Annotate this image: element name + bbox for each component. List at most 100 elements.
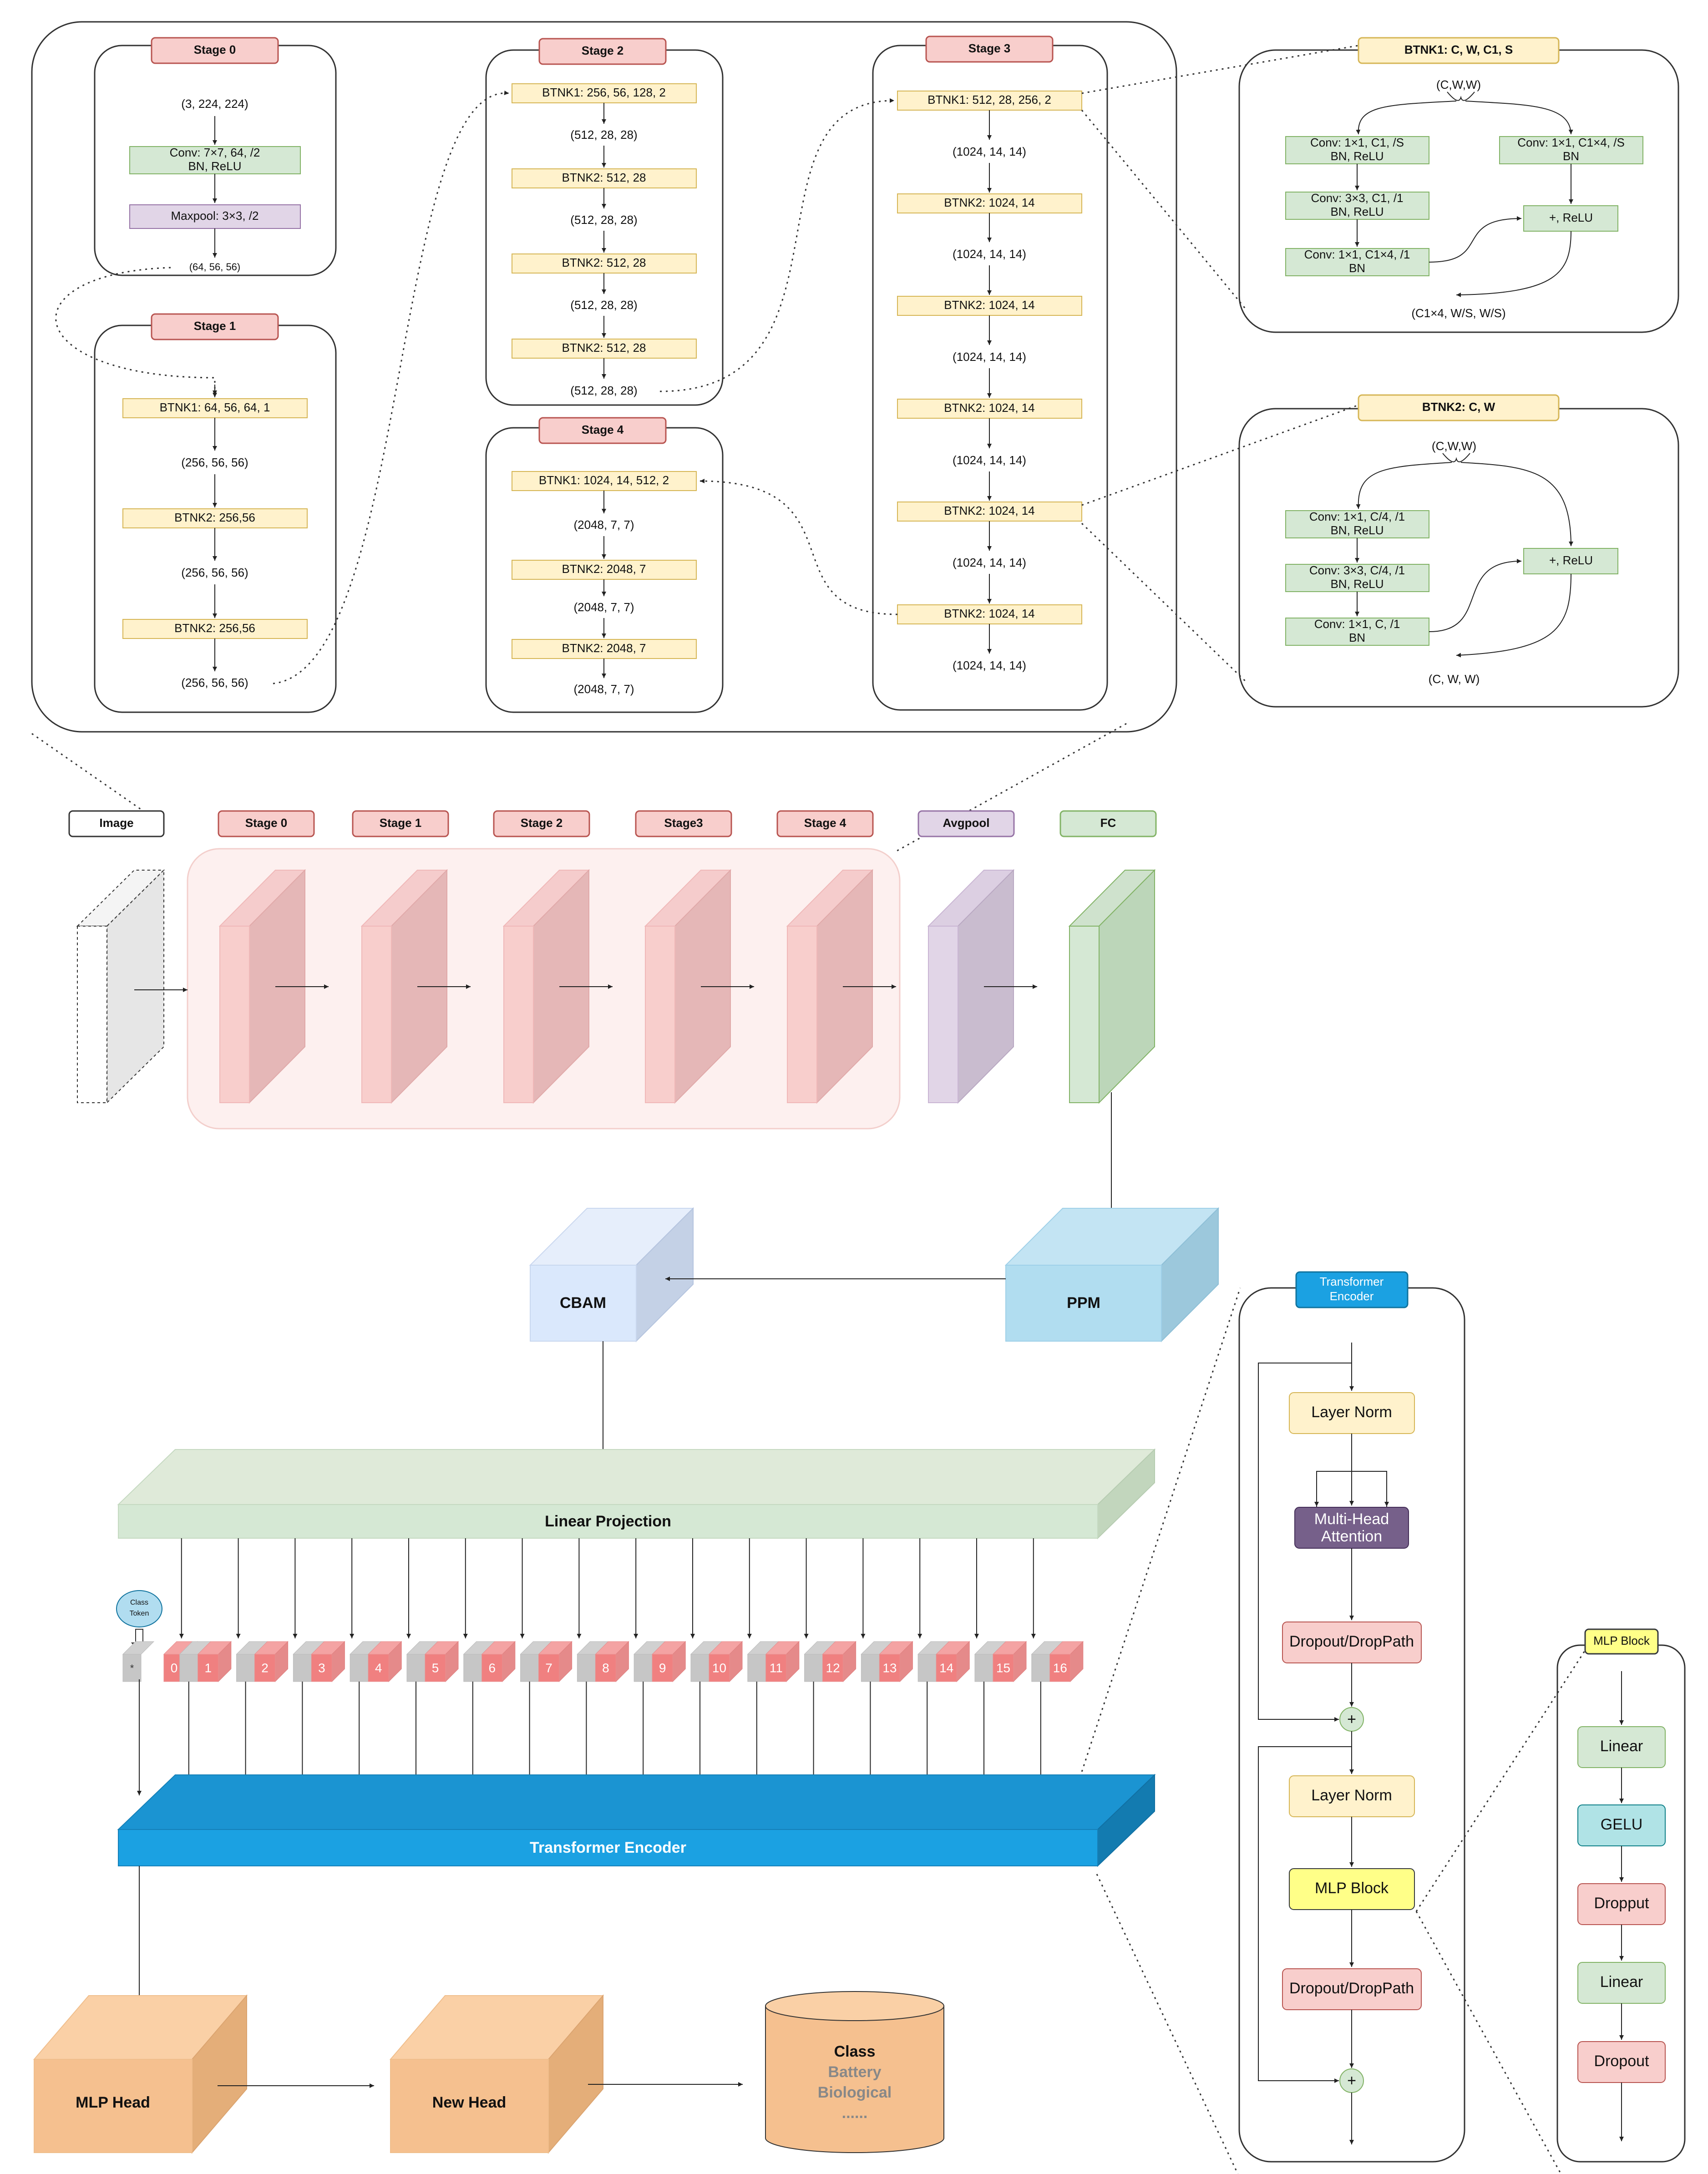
stage1-shape-3: (256, 56, 56) xyxy=(181,676,248,689)
stage2-btnk2-a: BTNK2: 512, 28 xyxy=(562,171,646,184)
patch-token-label: 14 xyxy=(939,1661,953,1675)
stage2-btnk2-b: BTNK2: 512, 28 xyxy=(562,256,646,269)
encoder-mlp-block: MLP Block xyxy=(1315,1880,1389,1897)
btnk1-conv3-bn: BN xyxy=(1349,261,1365,275)
transformer-encoder-block: Transformer Encoder xyxy=(117,1774,1156,1867)
btnk1-add-relu: +, ReLU xyxy=(1549,211,1593,224)
mlp-head-label: MLP Head xyxy=(76,2094,150,2111)
mlp-detail-title: MLP Block xyxy=(1593,1634,1650,1647)
patch-token: 9 xyxy=(633,1641,686,1682)
stage4-shape-1: (2048, 7, 7) xyxy=(574,518,634,532)
stage0-maxpool-label: Maxpool: 3×3, /2 xyxy=(171,209,259,223)
patch-token-label: 0 xyxy=(171,1661,178,1675)
new-head-label: New Head xyxy=(432,2094,507,2111)
mlp-head-block: MLP Head xyxy=(33,1994,248,2154)
patch-token-label: 3 xyxy=(318,1661,325,1675)
btnk2-conv3: Conv: 1×1, C, /1 xyxy=(1314,617,1400,631)
image-label: Image xyxy=(99,816,133,830)
mlp-detail-panel: MLP Block Linear GELU Dropput Linear Dro… xyxy=(1556,1628,1686,2163)
btnk1-conv2: Conv: 3×3, C1, /1 xyxy=(1311,191,1403,205)
encoder-detail-title-2: Encoder xyxy=(1330,1289,1374,1303)
patch-token: 11 xyxy=(747,1641,800,1682)
btnk2-input-shape: (C,W,W) xyxy=(1432,439,1476,453)
overview-stage0-label: Stage 0 xyxy=(245,816,288,830)
patch-token: 4 xyxy=(349,1641,402,1682)
btnk1-conv2-bn: BN, ReLU xyxy=(1330,205,1384,218)
btnk2-title: BTNK2: C, W xyxy=(1422,400,1495,414)
btnk1-conv1-bn: BN, ReLU xyxy=(1330,149,1384,163)
btnk2-add-relu: +, ReLU xyxy=(1549,553,1593,567)
btnk2-panel: BTNK2: C, W (C,W,W) Conv: 1×1, C/4, /1 B… xyxy=(1238,394,1679,708)
mlp-gelu: GELU xyxy=(1601,1816,1643,1833)
overview-avgpool-label: Avgpool xyxy=(943,816,989,830)
stage0-bn-label: BN, ReLU xyxy=(188,159,241,173)
overview-row: Image Stage 0 Stage 1 Stage 2 Stage3 Sta… xyxy=(68,810,1157,1230)
patch-token-label: 10 xyxy=(712,1661,726,1675)
stage4-shape-2: (2048, 7, 7) xyxy=(574,600,634,614)
patch-token-label: 16 xyxy=(1053,1661,1067,1675)
stage0-maxpool-block xyxy=(129,204,301,229)
class-output-more: ...... xyxy=(842,2104,868,2122)
patch-token: 13 xyxy=(861,1641,913,1682)
linear-projection-block: Linear Projection xyxy=(117,1448,1156,1540)
patch-token: 6 xyxy=(463,1641,516,1682)
class-token-cube: * xyxy=(122,1641,155,1682)
encoder-dropout-1: Dropout/DropPath xyxy=(1289,1633,1414,1650)
stage0-conv-block xyxy=(129,146,301,174)
stage3-btnk2-c: BTNK2: 1024, 14 xyxy=(944,401,1034,415)
stage4-btnk2-a: BTNK2: 2048, 7 xyxy=(562,562,646,576)
stage2-panel: Stage 2 BTNK1: 256, 56, 128, 2 (512, 28,… xyxy=(485,38,724,406)
input-image-slab xyxy=(76,869,165,1104)
new-head-block: New Head xyxy=(389,1994,604,2154)
stage3-title-text: Stage 3 xyxy=(968,41,1011,55)
patch-token: 14 xyxy=(917,1641,970,1682)
stage3-shape-1: (1024, 14, 14) xyxy=(953,145,1026,158)
stage4-shape-3: (2048, 7, 7) xyxy=(574,682,634,696)
stage3-shape-6: (1024, 14, 14) xyxy=(953,659,1026,672)
stage3-btnk2-e: BTNK2: 1024, 14 xyxy=(944,607,1034,620)
btnk1-output-shape: (C1×4, W/S, W/S) xyxy=(1411,306,1505,320)
stage-connectors xyxy=(55,91,898,684)
stage0-title-text: Stage 0 xyxy=(194,43,236,56)
resnet-detail-container xyxy=(31,21,1177,733)
patch-token-label: 7 xyxy=(545,1661,552,1675)
overview-fc-label: FC xyxy=(1100,816,1116,830)
btnk2-conv2: Conv: 3×3, C/4, /1 xyxy=(1309,563,1405,577)
ppm-block: PPM xyxy=(1004,1207,1220,1343)
stage3-shape-5: (1024, 14, 14) xyxy=(953,556,1026,569)
patch-token: 12 xyxy=(804,1641,857,1682)
patch-token: 15 xyxy=(974,1641,1027,1682)
patch-token-label: 11 xyxy=(770,1661,783,1675)
class-token-label-2: Token xyxy=(130,1610,149,1617)
fc-slab xyxy=(1068,869,1156,1104)
btnk2-conv1: Conv: 1×1, C/4, /1 xyxy=(1309,510,1405,523)
stage2-title-text: Stage 2 xyxy=(582,44,624,57)
class-output-cylinder: Class Battery Biological ...... xyxy=(765,1991,944,2153)
patch-token: 7 xyxy=(520,1641,573,1682)
cbam-label: CBAM xyxy=(560,1294,606,1312)
patch-token: 3 xyxy=(293,1641,345,1682)
linear-projection-label: Linear Projection xyxy=(545,1513,671,1530)
overview-stage4-label: Stage 4 xyxy=(804,816,846,830)
stage4-btnk1: BTNK1: 1024, 14, 512, 2 xyxy=(539,473,669,487)
stage3-btnk2-b: BTNK2: 1024, 14 xyxy=(944,298,1034,312)
stage0-output-shape: (64, 56, 56) xyxy=(189,261,241,273)
btnk1-title: BTNK1: C, W, C1, S xyxy=(1404,43,1513,56)
stage4-btnk2-b: BTNK2: 2048, 7 xyxy=(562,641,646,655)
encoder-detail-title-1: Transformer xyxy=(1320,1275,1384,1288)
patch-token-label: 5 xyxy=(432,1661,439,1675)
encoder-detail-panel: Transformer Encoder Layer Norm Multi-Hea… xyxy=(1238,1271,1465,2163)
overview-stage2-label: Stage 2 xyxy=(521,816,563,830)
stage1-btnk1: BTNK1: 64, 56, 64, 1 xyxy=(160,400,270,414)
stage3-panel: Stage 3 BTNK1: 512, 28, 256, 2 (1024, 14… xyxy=(872,35,1108,711)
stage2-shape-4: (512, 28, 28) xyxy=(570,384,637,397)
stage2-shape-3: (512, 28, 28) xyxy=(570,298,637,312)
stage3-btnk2-a: BTNK2: 1024, 14 xyxy=(944,196,1034,209)
patch-token: 5 xyxy=(406,1641,459,1682)
cbam-block: CBAM xyxy=(529,1207,694,1343)
stage1-title-text: Stage 1 xyxy=(194,319,236,333)
stage2-btnk1: BTNK1: 256, 56, 128, 2 xyxy=(542,86,666,99)
class-token-label-1: Class xyxy=(130,1599,148,1606)
patch-token: 1 xyxy=(179,1641,232,1682)
